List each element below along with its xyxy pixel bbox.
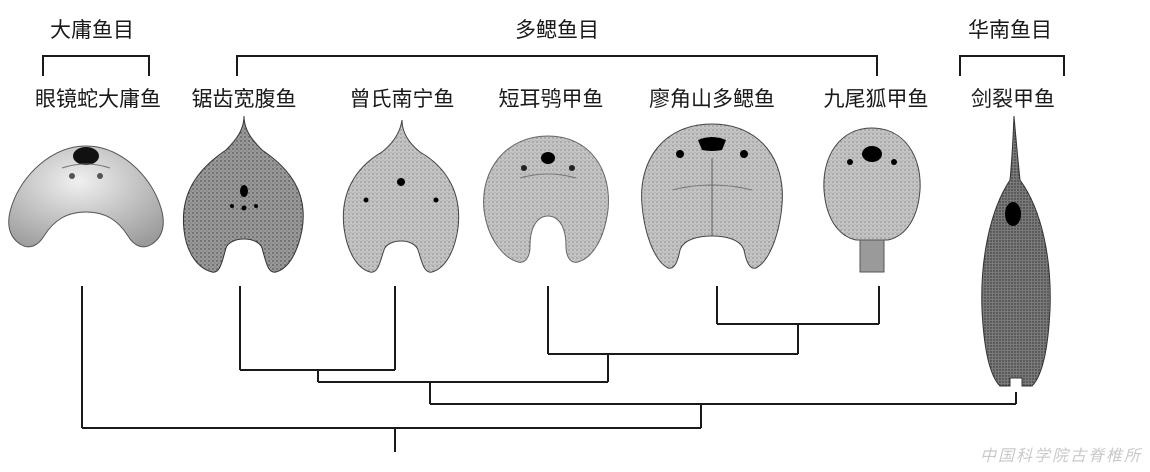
order-label-daporyong: 大庸鱼目 — [50, 18, 134, 42]
fish-2-illustration — [182, 115, 304, 273]
bracket-huanan — [959, 55, 1065, 76]
order-label-huanan: 华南鱼目 — [968, 18, 1052, 42]
species-label-1: 眼镜蛇大庸鱼 — [35, 87, 161, 111]
species-label-6: 九尾狐甲鱼 — [823, 87, 929, 111]
fish-4-illustration — [483, 135, 609, 263]
root-node — [82, 427, 701, 452]
fish-7-illustration — [981, 115, 1051, 387]
species-label-2: 锯齿宽腹鱼 — [191, 87, 297, 111]
watermark: 中国科学院古脊椎所 — [979, 446, 1142, 465]
node-4-56 — [548, 353, 798, 382]
order-brackets — [42, 55, 1065, 76]
species-label-3: 曾氏南宁鱼 — [349, 87, 455, 111]
species-label-5: 廖角山多鳃鱼 — [649, 87, 775, 111]
fish-5-illustration — [641, 123, 783, 269]
cladogram-lines — [81, 286, 1017, 452]
node-5-6 — [717, 323, 879, 354]
node-duosaiyu-huanan — [430, 403, 1016, 428]
node-2-3 — [240, 369, 395, 382]
fish-6-illustration — [823, 127, 921, 273]
species-label-7: 剑裂甲鱼 — [971, 87, 1055, 111]
node-23-456 — [318, 381, 608, 404]
order-label-duosaiyu: 多鳃鱼目 — [515, 18, 599, 42]
fish-3-illustration — [342, 119, 460, 273]
fish-1-illustration — [8, 145, 164, 248]
bracket-duosaiyu — [236, 55, 878, 76]
species-label-4: 短耳鸮甲鱼 — [498, 87, 604, 111]
bracket-daporyong — [42, 55, 150, 76]
